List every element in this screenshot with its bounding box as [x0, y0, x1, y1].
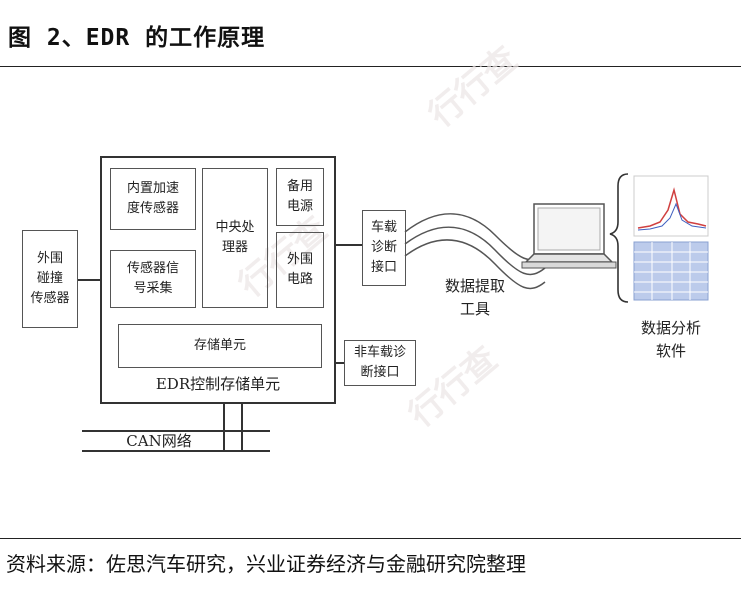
edr-unit-box	[100, 156, 336, 404]
title-rule	[0, 66, 741, 67]
signal-acquisition-box	[110, 250, 196, 308]
cpu-box	[202, 168, 268, 308]
peripheral-circuit-label: 外围 电路	[286, 251, 313, 287]
analysis-software-label: 数据分析 软件	[640, 318, 701, 360]
accel-sensor-label: 内置加速 度传感器	[126, 180, 179, 216]
figure-title: 图 2、EDR 的工作原理	[8, 25, 266, 51]
external-sensor-label: 外围 碰撞 传感器	[30, 250, 70, 307]
backup-power-label: 备用 电源	[286, 178, 313, 214]
offboard-diag-label: 非车载诊 断接口	[353, 344, 406, 380]
backup-power-box	[276, 168, 324, 226]
external-sensor-box	[22, 230, 78, 328]
extraction-tool-label: 数据提取 工具	[444, 276, 505, 318]
source-note: 资料来源：佐思汽车研究，兴业证券经济与金融研究院整理	[6, 552, 526, 576]
accel-sensor-box	[110, 168, 196, 230]
cpu-label: 中央处 理器	[215, 219, 255, 255]
laptop-icon	[521, 203, 617, 269]
analysis-chart-icon	[633, 175, 709, 237]
signal-acquisition-label: 传感器信 号采集	[126, 260, 179, 296]
source-rule	[0, 538, 741, 539]
storage-unit-label: 存储单元	[193, 337, 246, 353]
edr-unit-label: EDR控制存储单元	[155, 375, 281, 394]
onboard-diag-label: 车载 诊断 接口	[370, 219, 397, 276]
storage-unit-box	[118, 324, 322, 368]
can-bus-label: CAN网络	[126, 432, 192, 451]
analysis-table-icon	[633, 241, 709, 301]
onboard-diag-box	[362, 210, 406, 286]
peripheral-circuit-box	[276, 232, 324, 308]
offboard-diag-box	[344, 340, 416, 386]
